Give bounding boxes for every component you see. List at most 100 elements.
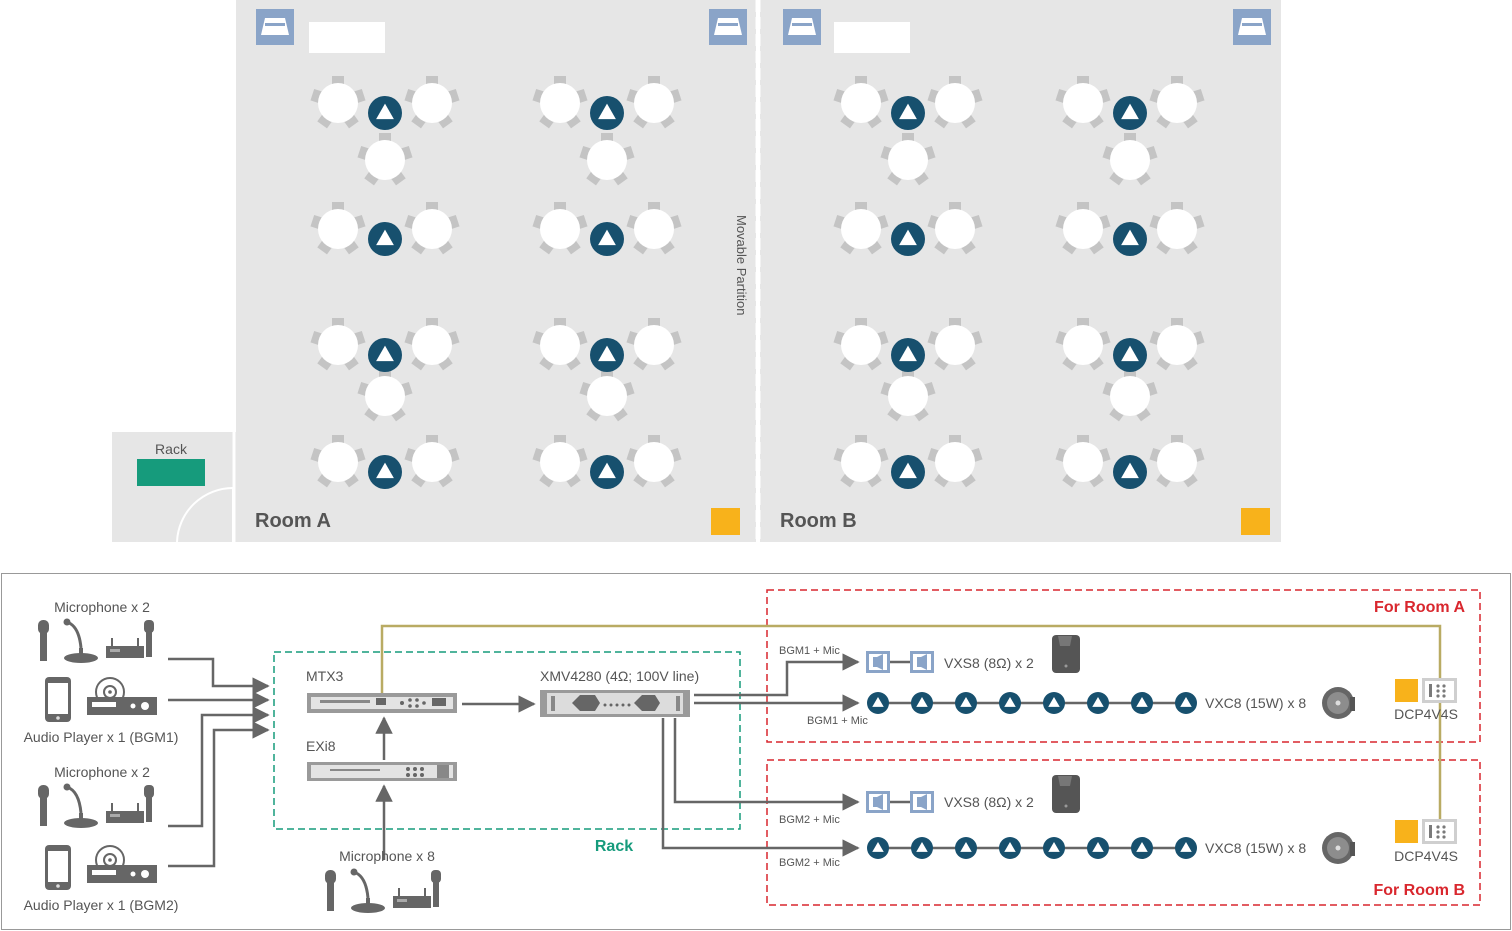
surface-speaker-icon <box>256 9 294 45</box>
vxc8-product-icon-room-b <box>1322 832 1355 864</box>
ceiling-speaker-icon <box>1131 692 1153 714</box>
nameplate-room-b <box>834 22 910 53</box>
microphone-set-icon <box>38 618 154 663</box>
room-b-zone <box>766 759 1481 906</box>
round-table-with-chairs <box>927 435 983 488</box>
round-table-with-chairs <box>310 435 366 488</box>
wire-player-2 <box>168 721 270 868</box>
room-a-surface-speaker-label: VXS8 (8Ω) x 2 <box>944 655 1034 671</box>
round-table-with-chairs <box>880 369 936 422</box>
ceiling-speaker-icon <box>590 455 624 489</box>
ceiling-speaker-icon <box>1043 837 1065 859</box>
source-mic-group-2-label: Microphone x 2 <box>54 764 150 780</box>
room-b-zone-title: For Room B <box>1373 882 1465 899</box>
ceiling-speaker-icon <box>955 692 977 714</box>
room-b-line1-label: BGM2 + Mic <box>779 814 840 826</box>
ceiling-speaker-icon <box>368 222 402 256</box>
round-table-with-chairs <box>310 202 366 255</box>
floor-plan: Rack Movable Partition Room A Room B <box>112 0 1281 543</box>
round-table-with-chairs <box>404 435 460 488</box>
source-player-2-label: Audio Player x 1 (BGM2) <box>24 897 179 913</box>
schematic-frame <box>1 573 1511 930</box>
ceiling-speaker-icon <box>590 338 624 372</box>
source-mic-group-3-label: Microphone x 8 <box>339 848 435 864</box>
wire-amp-to-room-b-surface <box>673 718 860 811</box>
xmv4280-label: XMV4280 (4Ω; 100V line) <box>540 668 699 684</box>
round-table-with-chairs <box>833 318 889 371</box>
room-b-ceiling-speaker-label: VXC8 (15W) x 8 <box>1205 840 1306 856</box>
ceiling-speaker-icon <box>1113 222 1147 256</box>
rack-zone-label: Rack <box>595 838 633 855</box>
ceiling-speaker-icon <box>891 222 925 256</box>
microphone-set-icon <box>38 783 154 828</box>
round-table-with-chairs <box>310 76 366 129</box>
wire-mic-group-2 <box>168 706 270 828</box>
dcp4v4s-room-b-label: DCP4V4S <box>1394 848 1458 864</box>
ceiling-speaker-icon <box>1175 837 1197 859</box>
wire-amp-to-room-a-surface <box>694 653 860 697</box>
wire-mic-group-1 <box>168 657 270 695</box>
round-table-with-chairs <box>404 202 460 255</box>
control-panel-room-b-icon <box>1241 508 1270 535</box>
mtx3-label: MTX3 <box>306 668 344 684</box>
round-table-with-chairs <box>626 435 682 488</box>
round-table-with-chairs <box>579 133 635 186</box>
round-table-with-chairs <box>357 133 413 186</box>
room-a-ceiling-speaker-label: VXC8 (15W) x 8 <box>1205 695 1306 711</box>
ceiling-speaker-icon <box>999 692 1021 714</box>
audio-player-icon <box>45 845 157 890</box>
nameplate-room-a <box>309 22 385 53</box>
dcp4v4s-room-a-icon <box>1395 678 1457 703</box>
round-table-with-chairs <box>1149 318 1205 371</box>
ceiling-speaker-icon <box>368 338 402 372</box>
ceiling-speaker-icon <box>867 837 889 859</box>
ceiling-speaker-icon <box>368 96 402 130</box>
rack-zone <box>273 651 741 830</box>
ceiling-speaker-icon <box>590 96 624 130</box>
exi8-input-expander-icon <box>307 762 457 781</box>
exi8-label: EXi8 <box>306 738 336 754</box>
surface-speaker-icon <box>866 651 890 673</box>
ceiling-speaker-icon <box>1113 96 1147 130</box>
surface-speaker-icon <box>910 791 934 813</box>
round-table-with-chairs <box>1055 202 1111 255</box>
microphone-set-icon <box>325 868 441 913</box>
schematic: Rack For Room A For Room B <box>1 573 1511 930</box>
control-panel-room-a-icon <box>711 508 740 535</box>
round-table-with-chairs <box>833 435 889 488</box>
round-table-with-chairs <box>1102 133 1158 186</box>
partition-label: Movable Partition <box>734 215 749 315</box>
link-mtx-to-dcp-a <box>380 624 1442 694</box>
round-table-with-chairs <box>626 318 682 371</box>
vxs8-product-icon-room-a <box>1052 635 1080 673</box>
control-link <box>380 624 1442 820</box>
rack-icon <box>137 459 205 486</box>
round-table-with-chairs <box>404 318 460 371</box>
ceiling-speaker-icon <box>867 692 889 714</box>
dcp4v4s-room-b-icon <box>1395 819 1457 844</box>
dcp4v4s-room-a-label: DCP4V4S <box>1394 706 1458 722</box>
round-table-with-chairs <box>532 318 588 371</box>
ceiling-speaker-icon <box>955 837 977 859</box>
round-table-with-chairs <box>310 318 366 371</box>
ceiling-speaker-icon <box>891 338 925 372</box>
round-table-with-chairs <box>880 133 936 186</box>
vxc8-product-icon-room-a <box>1322 687 1355 719</box>
ceiling-speaker-icon <box>1113 455 1147 489</box>
round-table-with-chairs <box>1149 202 1205 255</box>
door-icon <box>176 487 234 543</box>
ceiling-speaker-icon <box>911 837 933 859</box>
ceiling-speaker-icon <box>1175 692 1197 714</box>
round-table-with-chairs <box>532 435 588 488</box>
round-table-with-chairs <box>1055 435 1111 488</box>
ceiling-speaker-icon <box>1087 692 1109 714</box>
round-table-with-chairs <box>1055 318 1111 371</box>
mtx3-processor-icon <box>307 693 457 713</box>
room-a-floor <box>236 0 756 542</box>
wire-amp-to-room-b-ceiling <box>661 718 860 857</box>
room-b-line2-label: BGM2 + Mic <box>779 857 840 869</box>
round-table-with-chairs <box>532 76 588 129</box>
round-table-with-chairs <box>532 202 588 255</box>
round-table-with-chairs <box>357 369 413 422</box>
